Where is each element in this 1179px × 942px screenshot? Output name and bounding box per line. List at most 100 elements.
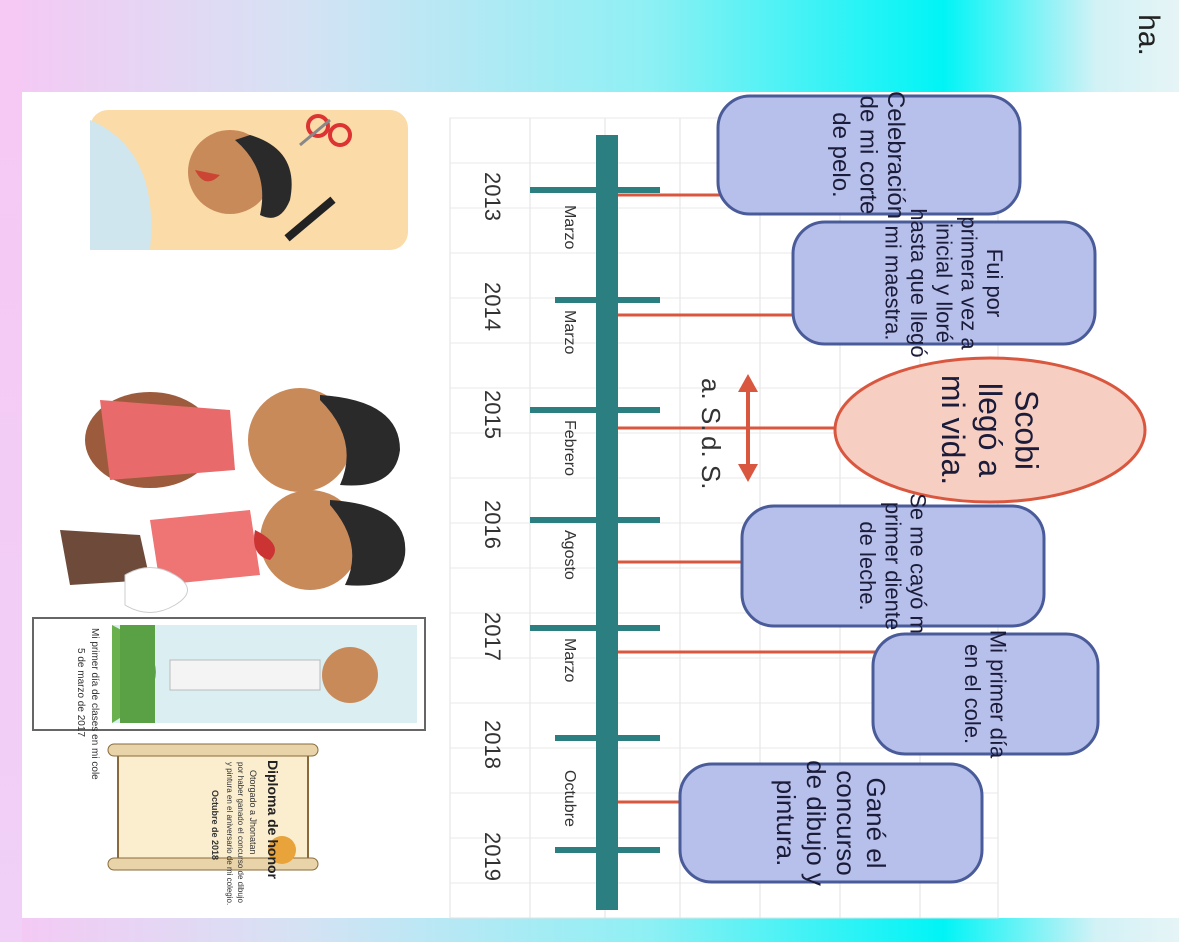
- event-text-line: llegó a: [972, 383, 1008, 478]
- diploma-seal-icon: [268, 836, 296, 864]
- event-text-line: mi vida.: [935, 375, 971, 485]
- year-label: 2015: [480, 390, 505, 439]
- month-label: Octubre: [561, 770, 578, 827]
- month-label: Marzo: [561, 638, 578, 683]
- year-label: 2016: [480, 500, 505, 549]
- timeline-tick: [530, 625, 660, 631]
- top-gradient-band: [0, 0, 1179, 92]
- boy-mouth: [195, 170, 220, 182]
- event-text-line: mi maestra.: [881, 226, 906, 341]
- event-text-line: de leche.: [855, 521, 880, 610]
- boy-face-2: [248, 388, 352, 492]
- event-text-line: primer diente: [880, 502, 905, 630]
- year-label: 2018: [480, 720, 505, 769]
- event-bubble-shape: [791, 220, 1097, 346]
- timeline-tick: [530, 517, 660, 523]
- boy-dog-illustration: [85, 388, 400, 492]
- era-arrow-head-bottom: [738, 464, 758, 482]
- year-label: 2014: [480, 282, 505, 331]
- diploma: Diploma de honor Otorgado a Jhonatan por…: [107, 743, 319, 905]
- diploma-date: Octubre de 2018: [210, 790, 220, 860]
- event-text-line: de dibujo y: [801, 760, 831, 886]
- event-text-line: Se me cayó mi: [906, 493, 931, 639]
- event-bubble-shape: [871, 632, 1100, 756]
- timeline-tick: [530, 187, 660, 193]
- year-label: 2019: [480, 832, 505, 881]
- bottom-gradient-band: [0, 918, 1179, 942]
- school-boy-body: [169, 659, 321, 691]
- boy-tooth-illustration: [60, 490, 406, 613]
- month-label: Agosto: [561, 530, 578, 580]
- month-label: Febrero: [561, 420, 578, 476]
- timeline-tick: [555, 297, 660, 303]
- school-boy-face: [322, 647, 378, 703]
- school-card-caption-1: Mi primer día de clases en mi cole: [89, 628, 100, 780]
- year-label: 2013: [480, 172, 505, 221]
- event-bubble-shape: [716, 94, 1022, 216]
- era-arrow-head-top: [738, 374, 758, 392]
- school-card-grass-2: [120, 625, 155, 723]
- connectors: [618, 193, 875, 804]
- school-card: Mi primer día de clases en mi cole 5 de …: [32, 617, 426, 780]
- era-label-before: a. S.: [696, 378, 726, 431]
- tooth-icon: [124, 567, 188, 613]
- boy-shorts: [60, 530, 150, 585]
- event-text-line: primera vez a: [957, 216, 982, 350]
- timeline: [530, 135, 660, 910]
- boy-shirt-2: [150, 510, 260, 585]
- event-text-line: Fui por: [982, 249, 1007, 317]
- boy-shirt: [100, 400, 235, 480]
- diploma-roll-bottom: [107, 857, 319, 871]
- event-text-line: Gané el: [861, 777, 891, 868]
- scissors-blade: [299, 118, 331, 147]
- event-circle-shape: [833, 356, 1147, 504]
- diploma-line-2: por haber ganado el concurso de dibujo: [236, 762, 245, 904]
- year-labels: 2013 2014 2015 2016 2017 2018 2019: [480, 172, 505, 881]
- comb-icon: [284, 196, 336, 242]
- left-gradient-band: [0, 0, 22, 942]
- diploma-line-1: Otorgado a Jhonatan: [248, 770, 258, 855]
- event-text-line: Scobi: [1009, 390, 1045, 470]
- event-text-line: de mi corte: [855, 96, 882, 215]
- event-text-line: inicial y lloré: [931, 223, 956, 343]
- timeline-tick: [555, 847, 660, 853]
- scissors-icon: [328, 123, 352, 147]
- boy-face-3: [260, 490, 360, 590]
- event-text-line: de pelo.: [827, 112, 854, 197]
- year-label: 2017: [480, 612, 505, 661]
- school-card-caption-2: 5 de marzo de 2017: [75, 648, 86, 737]
- diploma-title: Diploma de honor: [265, 760, 281, 880]
- boy-hair-3: [330, 500, 406, 586]
- timeline-tick: [555, 735, 660, 741]
- month-label: Marzo: [561, 205, 578, 250]
- era-arrow: a. S. d. S.: [696, 374, 758, 489]
- era-label-after: d. S.: [696, 436, 726, 489]
- month-label: Marzo: [561, 310, 578, 355]
- diploma-roll-top: [107, 743, 319, 757]
- event-text-line: en el cole.: [960, 644, 985, 744]
- cape: [90, 120, 152, 250]
- event-text-line: Mi primer día: [985, 630, 1010, 759]
- scissors-handle: [306, 114, 330, 138]
- boy-mouth-3: [254, 530, 275, 560]
- timeline-tick: [530, 407, 660, 413]
- event-bubble-shape: [740, 504, 1046, 628]
- boy-hair: [235, 135, 292, 218]
- boy-hair-2: [320, 395, 400, 486]
- event-text-line: hasta que llegó: [906, 208, 931, 357]
- event-text-line: pintura.: [771, 780, 801, 867]
- event-bubble-shape: [678, 762, 984, 884]
- event-text-line: concurso: [831, 770, 861, 876]
- haircut-illustration: [90, 110, 408, 250]
- diploma-line-3: y pintura en el aniversario de mi colegi…: [225, 762, 234, 905]
- event-text-line: Celebración: [882, 91, 909, 219]
